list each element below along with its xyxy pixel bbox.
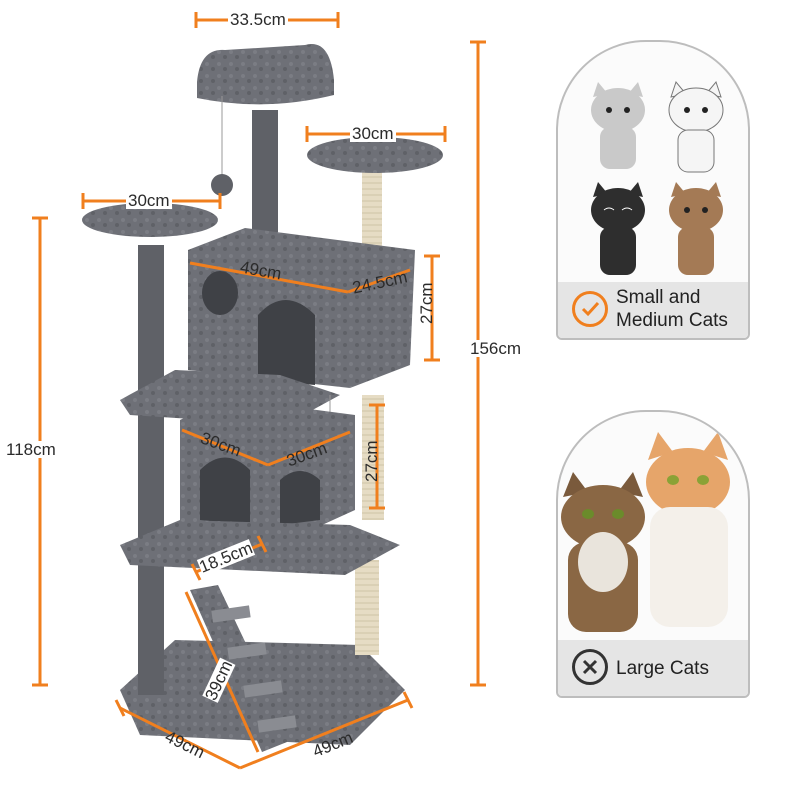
- ladder-step-3: [243, 680, 283, 698]
- ladder: [190, 585, 292, 752]
- large-cats-card: Large Cats: [556, 410, 750, 698]
- dim-total-height: 156cm: [468, 339, 524, 358]
- dimension-lines: [32, 12, 486, 770]
- sisal-post-top: [362, 170, 382, 265]
- x-circle-icon: [572, 649, 608, 685]
- left-platform: [82, 203, 218, 237]
- dim-top-platform-width: 33.5cm: [228, 10, 288, 29]
- ladder-step-4: [257, 715, 297, 733]
- small-medium-cats-label: Small and Medium Cats: [616, 286, 728, 332]
- large-cats-label: Large Cats: [616, 658, 709, 679]
- right-platform: [307, 137, 443, 173]
- grey-cat: [591, 82, 645, 169]
- dim-upper-condo-height: 27cm: [417, 282, 436, 324]
- maine-coon-cat: [561, 472, 645, 632]
- brown-tabby-cat: [669, 182, 723, 275]
- small-medium-cats-label-line1: Small and: [616, 287, 701, 308]
- small-medium-cats-card: Small and Medium Cats: [556, 40, 750, 340]
- small-medium-cats-illustration: [591, 80, 724, 275]
- dim-right-platform-width: 30cm: [350, 124, 396, 143]
- check-circle-icon: [572, 291, 608, 327]
- ladder-step-2: [227, 642, 267, 660]
- lower-condo-side-door: [280, 471, 320, 525]
- left-post: [138, 245, 164, 695]
- lower-condo-door: [200, 457, 250, 525]
- black-cat: [591, 182, 645, 275]
- small-medium-cats-label-line2: Medium Cats: [616, 310, 728, 331]
- white-cat: [668, 80, 724, 173]
- center-post: [252, 110, 278, 240]
- lower-platform: [120, 520, 400, 575]
- ladder-step-1: [211, 605, 251, 623]
- dim-left-height: 118cm: [5, 440, 57, 459]
- dim-left-platform-width: 30cm: [126, 191, 172, 210]
- sisal-post-low: [355, 560, 379, 655]
- upper-condo-round-hole: [202, 271, 238, 315]
- large-cats-illustration: [561, 432, 730, 632]
- dim-lower-condo-height: 27cm: [362, 440, 381, 482]
- orange-white-cat: [646, 432, 730, 627]
- upper-condo-door: [258, 300, 315, 385]
- top-bed: [197, 44, 334, 105]
- toy-ball-1: [211, 174, 233, 196]
